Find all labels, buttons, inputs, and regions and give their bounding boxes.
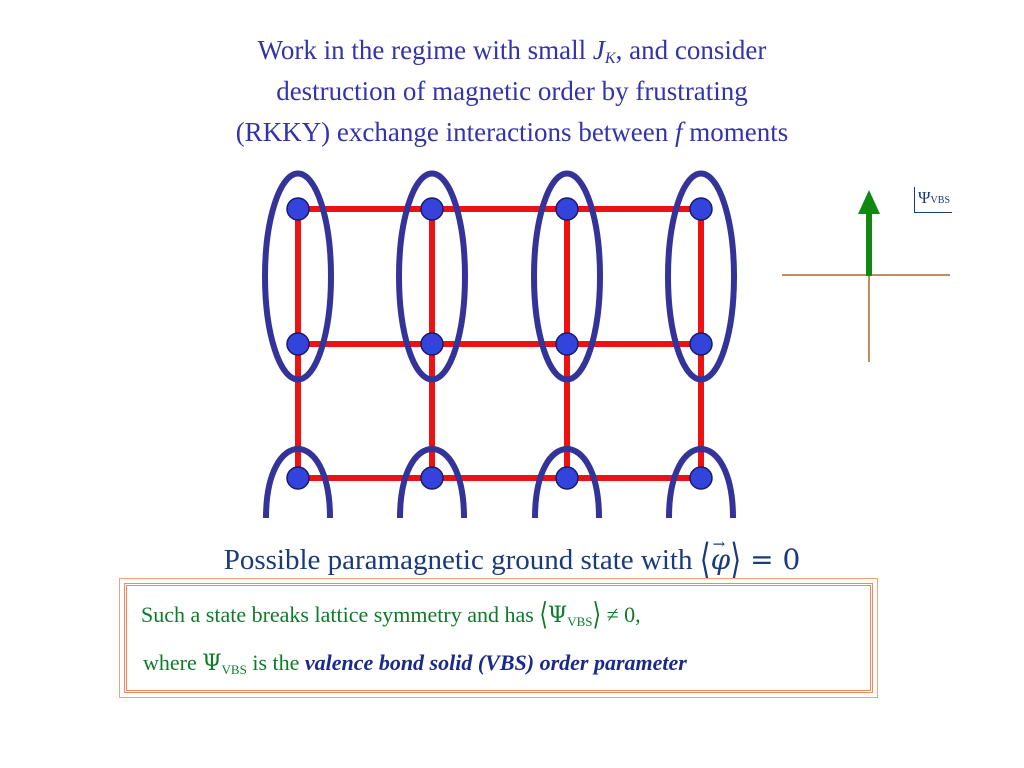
vbs-box-line-2: where ΨVBS is the valence bond solid (VB… <box>143 650 687 677</box>
partial-dimer-ellipse <box>397 446 467 519</box>
order-parameter-axes <box>782 190 950 362</box>
lattice-site <box>689 466 713 490</box>
lattice-site <box>420 332 444 356</box>
lattice-bonds <box>295 206 704 481</box>
vbs-box-line-1: Such a state breaks lattice symmetry and… <box>141 598 641 633</box>
lattice-site <box>286 197 310 221</box>
title-line-1: Work in the regime with small JK, and co… <box>257 35 767 68</box>
lattice-site <box>689 332 713 356</box>
vbs-info-box: Such a state breaks lattice symmetry and… <box>119 578 878 698</box>
phi-expectation-math: ⟨φ→⟩ = 0 <box>699 534 801 585</box>
dimer-ellipses <box>262 170 737 519</box>
vbs-definition-emphasis: valence bond solid (VBS) order parameter <box>304 650 687 675</box>
lattice-sites <box>286 197 713 490</box>
partial-dimer-ellipse <box>263 446 333 519</box>
lattice-site <box>420 197 444 221</box>
lattice-site <box>555 332 579 356</box>
dimer-ellipse <box>396 170 468 383</box>
lattice-site <box>555 197 579 221</box>
paramagnetic-statement: Possible paramagnetic ground state with … <box>223 534 801 585</box>
lattice-site <box>555 466 579 490</box>
lattice-site <box>689 197 713 221</box>
partial-dimer-ellipse <box>532 446 602 519</box>
dimer-ellipse <box>531 170 603 383</box>
slide-title: Work in the regime with small JK, and co… <box>0 30 1024 153</box>
psi-vbs-axis-label: ΨVBS <box>914 187 952 213</box>
title-line-2: destruction of magnetic order by frustra… <box>276 76 748 106</box>
dimer-ellipse <box>262 170 334 383</box>
dimer-ellipse <box>665 170 737 383</box>
order-parameter-arrow-head <box>858 190 880 214</box>
partial-dimer-ellipse <box>666 446 736 519</box>
lattice-site <box>286 466 310 490</box>
lattice-site <box>286 332 310 356</box>
lattice-site <box>420 466 444 490</box>
title-line-3: (RKKY) exchange interactions between f m… <box>235 117 789 147</box>
